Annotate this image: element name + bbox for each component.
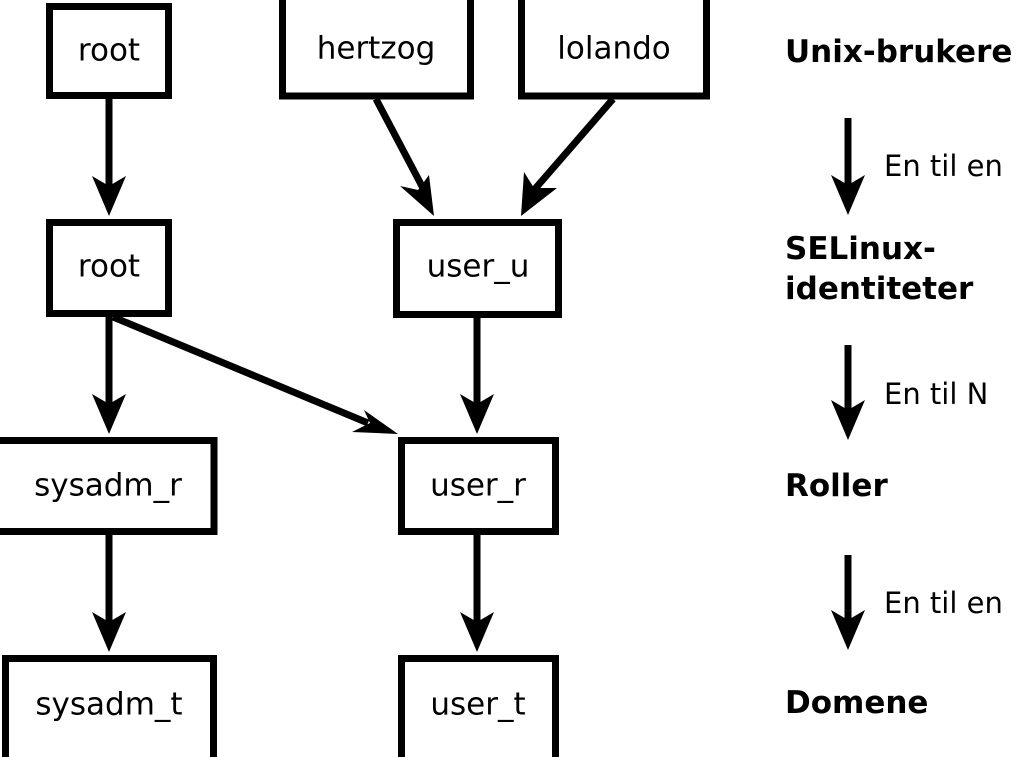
edge-lolando-to-user-u <box>521 96 616 216</box>
node-unix-hertzog[interactable]: hertzog <box>279 0 474 100</box>
legend-edge-label-en-til-en-top: En til en <box>884 149 1003 183</box>
legend-arrow-one-to-n <box>831 345 865 440</box>
arrow-head-icon <box>521 172 557 216</box>
arrow-head-icon <box>92 176 126 216</box>
edge-sysadm-r-to-sysadm-t <box>92 535 126 652</box>
node-role-sysadm-r[interactable]: sysadm_r <box>0 437 218 535</box>
legend-label-unix-brukere: Unix-brukere <box>785 34 1012 70</box>
edge-hertzog-to-user-u <box>372 97 434 216</box>
node-label: hertzog <box>317 31 436 67</box>
node-unix-root[interactable]: root <box>46 3 172 99</box>
arrow-head-icon <box>352 410 398 434</box>
node-unix-lolando[interactable]: lolando <box>518 0 710 100</box>
legend-label-domene: Domene <box>785 685 928 721</box>
node-role-user-r[interactable]: user_r <box>398 437 559 535</box>
arrow-head-icon <box>460 394 494 434</box>
legend-label-line-1: SELinux- <box>785 231 936 267</box>
node-domain-user-t[interactable]: user_t <box>398 655 559 757</box>
legend-label-selinux-identiteter: SELinux- identiteter <box>785 231 974 307</box>
node-label: sysadm_t <box>35 687 182 723</box>
node-domain-sysadm-t[interactable]: sysadm_t <box>2 655 217 757</box>
arrow-head-icon <box>831 400 865 440</box>
node-label: user_t <box>430 687 525 723</box>
arrow-head-icon <box>831 175 865 215</box>
arrow-head-icon <box>92 394 126 434</box>
legend-edge-label-en-til-n: En til N <box>884 377 988 411</box>
arrow-head-icon <box>460 612 494 652</box>
legend-arrow-one-to-one-bottom <box>831 555 865 650</box>
legend-arrow-one-to-one-top <box>831 118 865 215</box>
edge-user-u-to-user-r <box>460 318 494 434</box>
node-selinux-root[interactable]: root <box>46 219 172 317</box>
nodes-group: root hertzog lolando root user_u sysadm_ <box>0 0 710 757</box>
node-label: root <box>78 249 140 285</box>
edges-group <box>92 96 616 652</box>
legend-label-roller: Roller <box>785 468 888 504</box>
node-label: user_u <box>427 249 530 285</box>
edge-user-r-to-user-t <box>460 535 494 652</box>
arrow-head-icon <box>92 612 126 652</box>
legend-label-line-2: identiteter <box>785 271 974 307</box>
legend-group: Unix-brukere En til en SELinux- identite… <box>785 34 1012 721</box>
node-selinux-user-u[interactable]: user_u <box>393 219 562 318</box>
node-label: root <box>78 33 140 69</box>
arrow-head-icon <box>831 610 865 650</box>
legend-edge-label-en-til-en-bottom: En til en <box>884 586 1003 620</box>
edge-unix-root-to-sel-root <box>92 99 126 216</box>
edge-sel-root-to-sysadm-r <box>92 317 126 434</box>
arrow-head-icon <box>400 175 434 216</box>
node-label: user_r <box>430 468 526 504</box>
node-label: sysadm_r <box>34 468 182 504</box>
edge-sel-root-to-user-r <box>111 313 398 434</box>
node-label: lolando <box>557 31 670 67</box>
